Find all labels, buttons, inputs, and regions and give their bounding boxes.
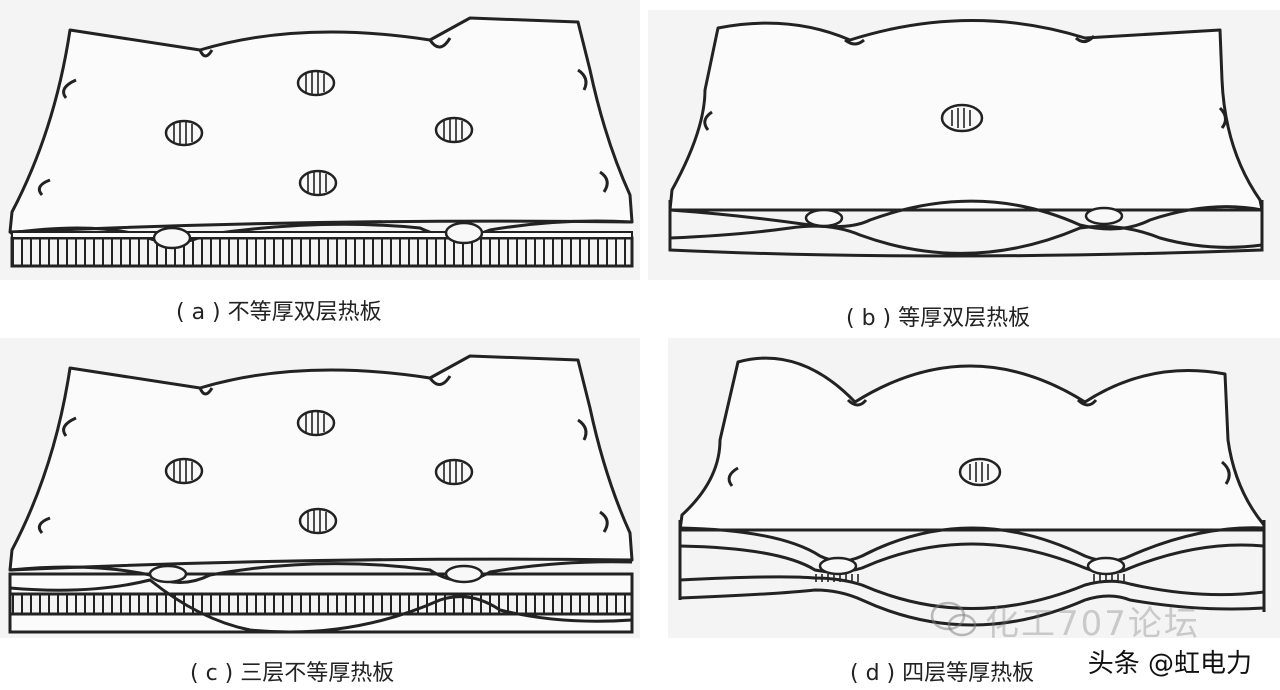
panel-b-diagram xyxy=(668,19,1264,258)
caption-a: ( a ) 不等厚双层热板 xyxy=(176,300,382,325)
panel-c-diagram xyxy=(8,354,634,634)
wechat-logo-icon xyxy=(930,601,977,637)
dimple-hatching xyxy=(173,72,989,532)
plate-a-bottom xyxy=(10,236,634,268)
watermark-faint: 化工707论坛 xyxy=(985,604,1200,644)
caption-c: ( c ) 三层不等厚热板 xyxy=(190,661,395,686)
panel-d-diagram xyxy=(678,356,1266,627)
dimples-a xyxy=(152,69,484,250)
caption-b: ( b ) 等厚双层热板 xyxy=(846,306,1031,331)
plate-c-middle xyxy=(8,592,634,616)
caption-d: ( d ) 四层等厚热板 xyxy=(850,661,1035,686)
watermark-toutiao: 头条 @虹电力 xyxy=(1087,649,1252,679)
panel-a-diagram xyxy=(8,16,634,268)
